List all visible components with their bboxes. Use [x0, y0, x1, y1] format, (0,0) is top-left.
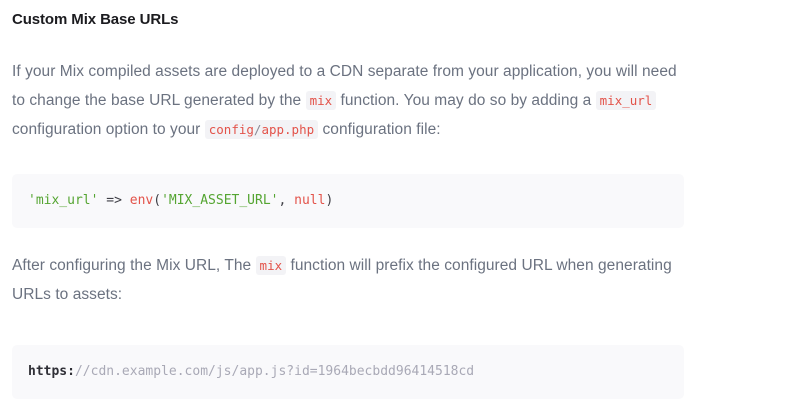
inline-code: mix_url — [595, 91, 657, 110]
code-token-fn: env — [129, 193, 154, 208]
inline-code: mix — [305, 91, 337, 110]
code-token-punct: ( — [153, 193, 162, 208]
code-token-str: 'mix_url' — [28, 193, 99, 208]
code-block-mix-url-config: 'mix_url' => env('MIX_ASSET_URL', null) — [12, 174, 684, 228]
inline-code: mix — [255, 256, 287, 275]
code-content: 'mix_url' => env('MIX_ASSET_URL', null) — [28, 190, 684, 212]
code-token-punct: , — [278, 193, 287, 208]
code-token-kw: null — [294, 193, 326, 208]
paragraph-after: After configuring the Mix URL, The mix f… — [12, 256, 672, 303]
inline-code-path: config/app.php — [204, 120, 319, 139]
code-block-generated-url: https://cdn.example.com/js/app.js?id=196… — [12, 345, 684, 399]
code-token-punct: ) — [325, 193, 334, 208]
page-title: Custom Mix Base URLs — [12, 11, 179, 28]
code-token-op: => — [106, 193, 122, 208]
code-token-str: 'MIX_ASSET_URL' — [161, 193, 279, 208]
url-remainder: //cdn.example.com/js/app.js?id=1964becbd… — [74, 364, 475, 379]
url-scheme: https: — [28, 364, 75, 379]
paragraph-intro: If your Mix compiled assets are deployed… — [12, 63, 677, 139]
code-content: https://cdn.example.com/js/app.js?id=196… — [28, 361, 684, 383]
